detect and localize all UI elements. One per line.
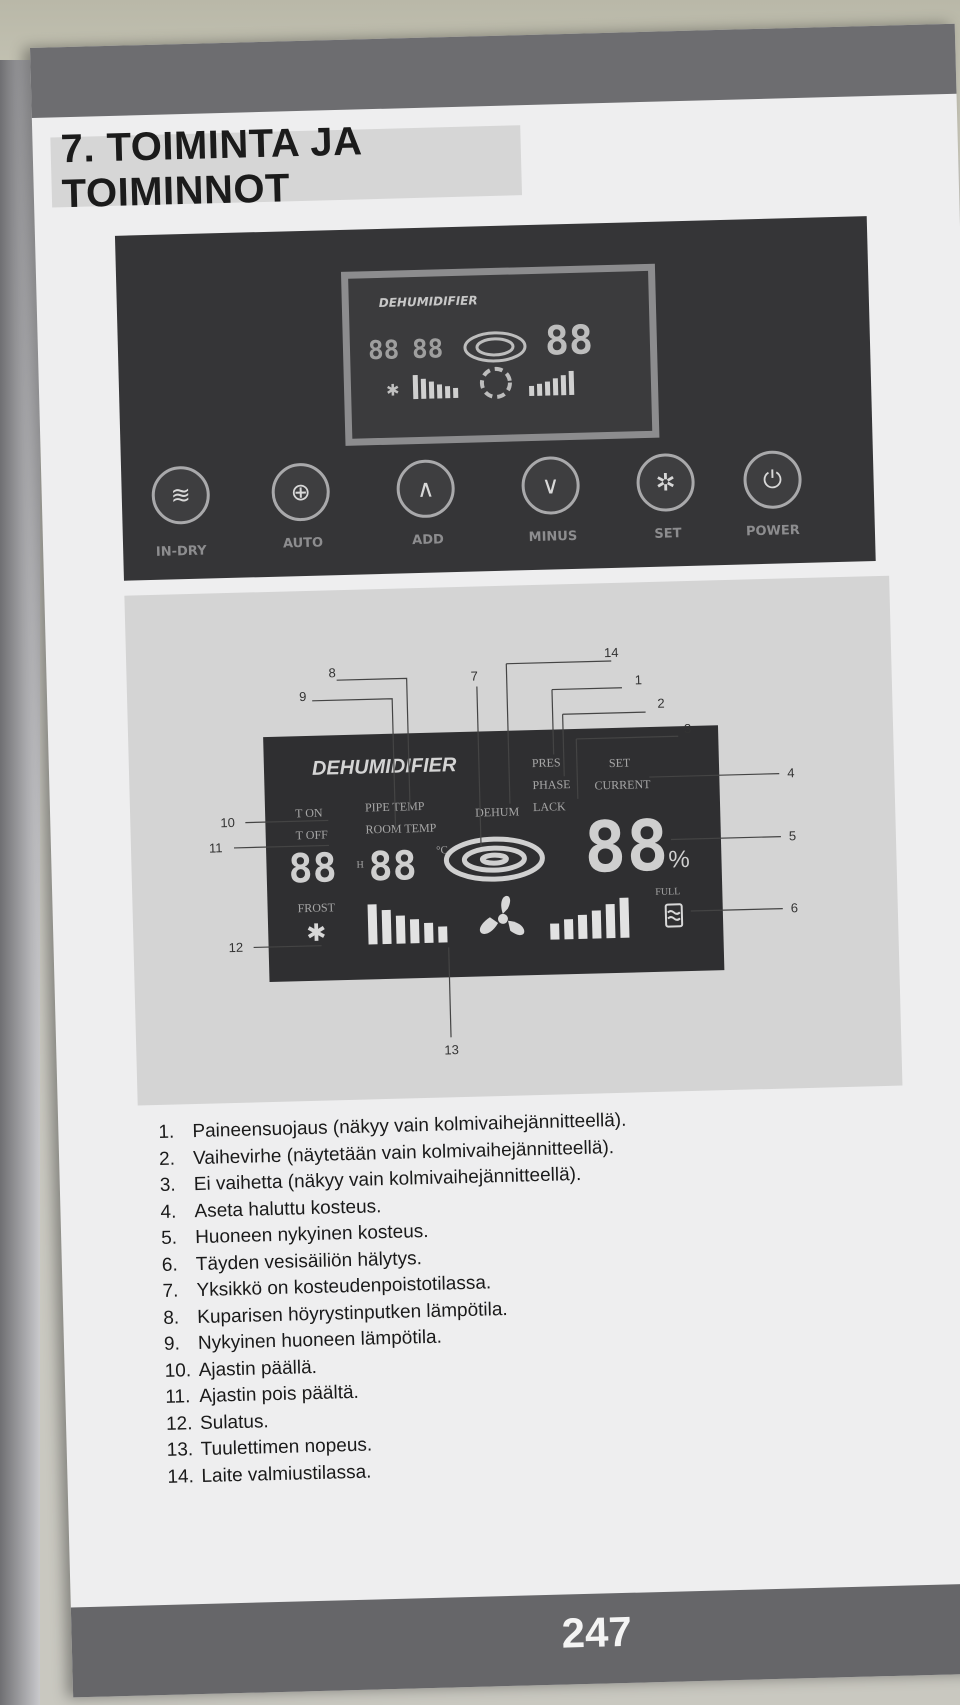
panel-display: DEHUMIDIFIER 88 88 88 ✱ (340, 263, 660, 446)
callout-5: 5 (788, 828, 797, 844)
callout-12: 12 (228, 939, 244, 956)
callout-11: 11 (208, 840, 223, 856)
callout-lines (233, 660, 783, 1038)
svg-text:✱: ✱ (306, 919, 327, 948)
svg-text:✱: ✱ (386, 380, 400, 399)
callout-10: 10 (220, 814, 236, 831)
fan-speed-bars-right (550, 897, 630, 940)
callout-2: 2 (657, 695, 665, 711)
callout-3: 3 (683, 720, 692, 737)
callout-14: 14 (603, 644, 619, 661)
manual-page: 7. TOIMINTA JA TOIMINNOT DEHUMIDIFIER 88… (30, 23, 960, 1698)
legend-list: 1.Paineensuojaus (näkyy vain kolmivaihej… (158, 1102, 867, 1491)
water-tank-full-icon (664, 903, 684, 928)
callout-13: 13 (444, 1042, 460, 1058)
panel-display-icons: ✱ (386, 331, 575, 400)
callout-8: 8 (328, 665, 336, 681)
control-panel-photo: DEHUMIDIFIER 88 88 88 ✱ ≋ ⊕ ∧ (114, 216, 876, 581)
frost-icon: ✱ (306, 919, 327, 948)
fan-icon (479, 895, 525, 936)
lcd-icons: ✱ (306, 836, 684, 948)
callout-1: 1 (634, 672, 643, 688)
callout-6: 6 (790, 900, 799, 916)
book-spine (0, 60, 40, 1705)
fan-speed-bars-left (367, 904, 448, 945)
lcd-diagram: DEHUMIDIFIER T ON T OFF PIPE TEMP ROOM T… (263, 725, 725, 983)
callout-7: 7 (470, 668, 479, 684)
callout-4: 4 (787, 765, 795, 781)
dehum-rings-icon (443, 836, 545, 882)
callout-9: 9 (298, 688, 307, 705)
page-number: 247 (561, 1607, 633, 1657)
